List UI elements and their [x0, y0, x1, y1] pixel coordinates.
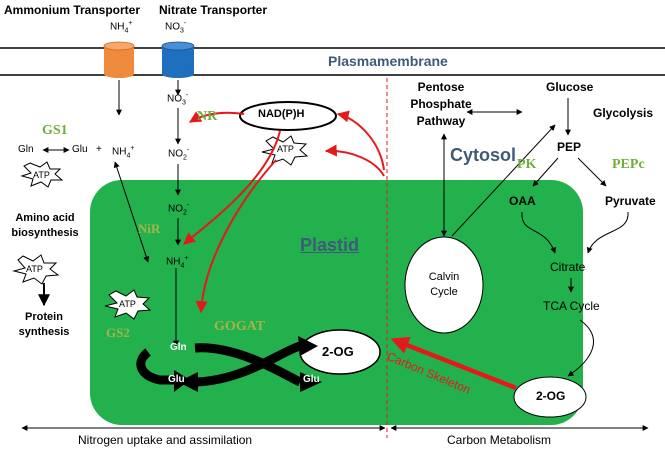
oaa-label: OAA [509, 194, 536, 208]
no3-ion-outside: NO3- [165, 20, 187, 35]
gs1-plus-label: + [96, 144, 102, 155]
atp-label-nadph: ATP [277, 144, 294, 154]
red-arrow-carbon-skeleton [390, 336, 517, 391]
red-arrow-plastid-to-nadph [336, 110, 385, 171]
ammonium-transporter-label: Ammonium Transporter [4, 3, 141, 17]
glucose-label: Glucose [546, 80, 594, 94]
cytosol-label: Cytosol [450, 145, 517, 165]
atp-starburst-gs1 [20, 161, 64, 188]
plastid-glu-right-label: Glu [303, 374, 320, 385]
plastid-body [90, 180, 583, 425]
gs1-gln-label: Gln [18, 144, 34, 155]
pepc-enzyme-label: PEPc [612, 157, 645, 172]
plastid-gln-label: Gln [170, 342, 187, 353]
pk-enzyme-label: PK [517, 157, 537, 172]
footer-carbon-label: Carbon Metabolism [447, 433, 552, 447]
no2-ion-cytosol: NO2- [168, 147, 190, 162]
atp-label-gs1: ATP [33, 170, 50, 180]
gs1-nh4-label: NH4+ [112, 145, 135, 160]
atp-starburst-amino [12, 254, 60, 285]
nitrate-transporter-label: Nitrate Transporter [159, 3, 268, 17]
atp-starburst-nadph [261, 135, 309, 166]
arrow-tca-to-2og [567, 319, 594, 377]
no3-ion-inside: NO3- [167, 92, 189, 107]
citrate-label: Citrate [550, 260, 586, 274]
plastid-label: Plastid [300, 235, 360, 255]
atp-label-amino: ATP [26, 264, 43, 274]
cytosol-2og-label: 2-OG [536, 389, 566, 403]
arrow-pep-to-oaa [532, 157, 559, 187]
nh4-ion-plastid: NH4+ [166, 255, 189, 270]
plastid-glu-left-label: Glu [168, 374, 185, 385]
nadph-label: NAD(P)H [258, 108, 305, 120]
gogat-enzyme-label: GOGAT [214, 319, 266, 334]
nadph-ellipse [239, 101, 337, 131]
ammonium-transporter-cylinder [103, 41, 135, 78]
footer-nitrogen-label: Nitrogen uptake and assimilation [78, 433, 253, 447]
atp-label-plastid: ATP [119, 299, 136, 309]
red-arrow-atp-to-gogat [195, 159, 277, 314]
nir-enzyme-label: NiR [138, 221, 161, 236]
red-arrow-nadph-to-nir [183, 130, 281, 245]
cytosol-2og-ellipse [513, 376, 587, 418]
atp-starburst-plastid [104, 289, 152, 320]
no2-ion-plastid: NO2- [168, 202, 190, 217]
plasmamembrane-label: Plasmamembrane [328, 53, 448, 69]
tca-cycle-label: TCA Cycle [543, 299, 600, 313]
nitrate-transporter-cylinder [161, 41, 195, 78]
arrow-oaa-to-citrate [521, 211, 557, 254]
pyruvate-label: Pyruvate [605, 194, 656, 208]
gs2-enzyme-label: GS2 [106, 325, 130, 340]
glycolysis-label: Glycolysis [593, 106, 654, 120]
arrow-pyruvate-to-citrate [586, 211, 629, 254]
arrow-nh4-exchange [113, 161, 150, 263]
nr-enzyme-label: NR [197, 109, 218, 124]
red-arrow-nadph-to-nr [188, 111, 245, 123]
arrow-calvin-to-glycolysis [451, 124, 556, 237]
gs1-enzyme-label: GS1 [42, 123, 68, 138]
arrow-pep-to-pyruvate [577, 157, 607, 187]
gs1-glu-label: Glu [72, 144, 88, 155]
plastid-2og-label: 2-OG [322, 344, 354, 359]
red-arrow-plastid-to-atp [324, 144, 385, 177]
calvin-cycle-ellipse [404, 236, 484, 334]
nh4-ion-outside: NH4+ [110, 20, 133, 35]
pep-label: PEP [557, 140, 582, 154]
gs-gogat-cycle [136, 336, 322, 392]
